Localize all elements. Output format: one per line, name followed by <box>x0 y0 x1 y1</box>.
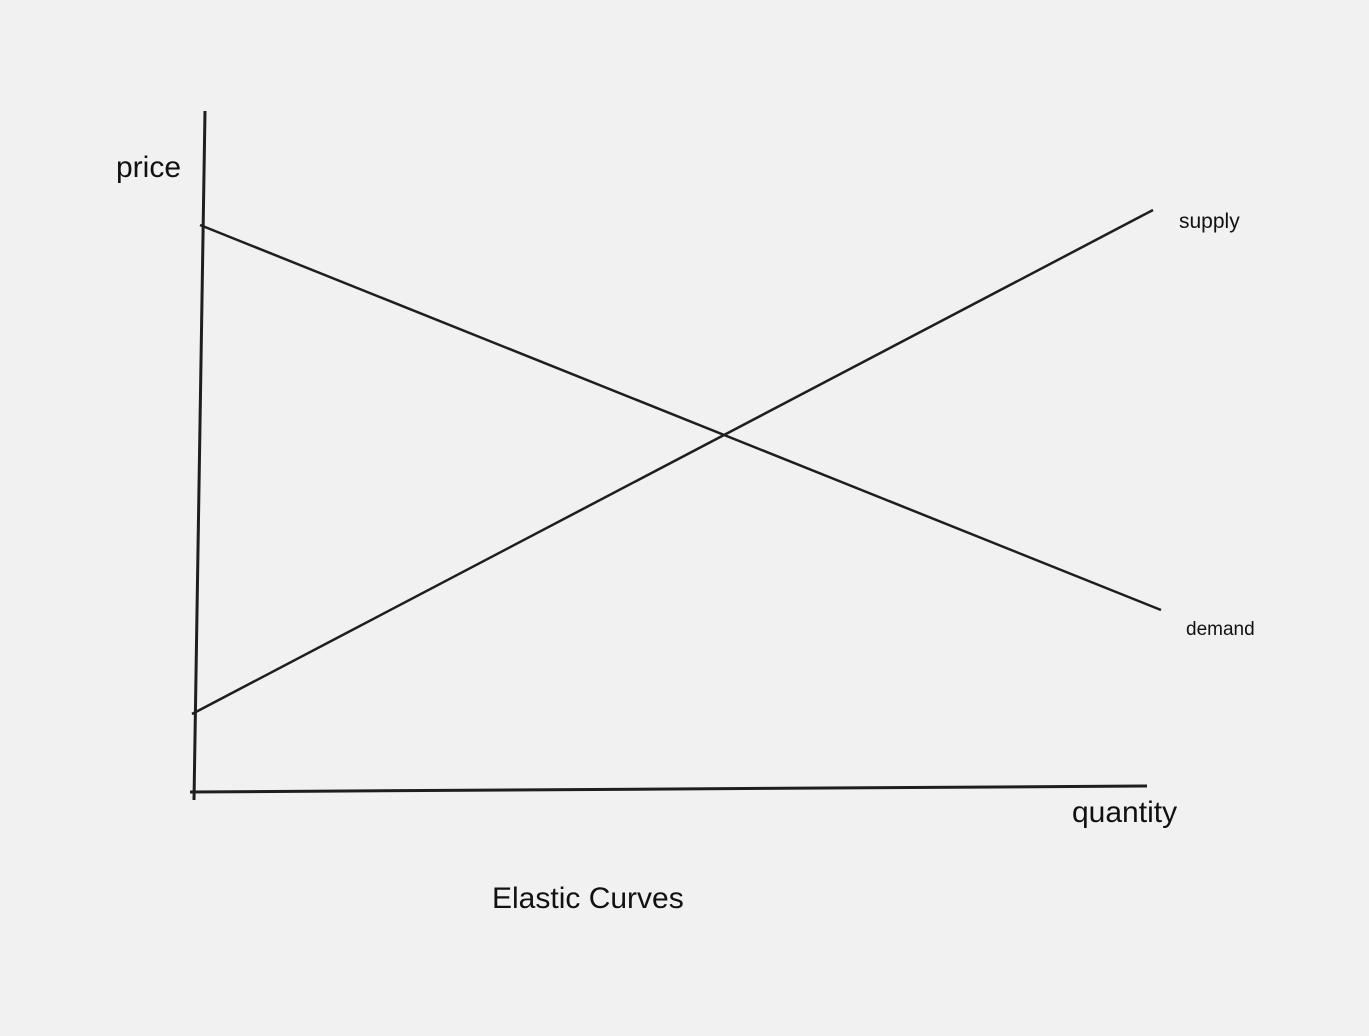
y-axis <box>192 110 207 801</box>
x-axis-label: quantity <box>1072 796 1178 829</box>
supply-curve <box>191 208 1154 716</box>
y-axis-label: price <box>116 151 182 184</box>
x-axis <box>189 784 1148 794</box>
supply-curve-label: supply <box>1179 210 1240 233</box>
diagram-title: Elastic Curves <box>492 882 684 915</box>
demand-curve <box>199 223 1162 612</box>
demand-curve-label: demand <box>1186 619 1255 640</box>
